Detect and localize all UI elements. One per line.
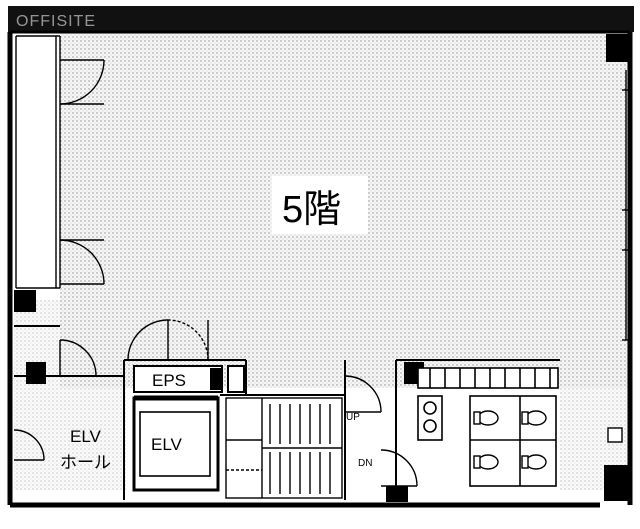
floor-label: 5階	[282, 189, 341, 231]
right-wall-details	[607, 70, 630, 443]
watermark-text: OFFISITE	[16, 13, 96, 30]
corridor-walls	[14, 325, 560, 500]
toilet-fixtures	[473, 410, 547, 470]
eps-label: EPS	[152, 371, 186, 390]
elevator-hall-label-line2: ホール	[60, 453, 111, 472]
floor-label-backdrop	[272, 176, 368, 234]
left-door-swings	[59, 59, 105, 285]
restroom-block	[417, 367, 559, 487]
structural-columns	[14, 34, 630, 502]
elevator-label: ELV	[151, 435, 183, 454]
corridor-door-swings	[13, 319, 418, 487]
stairwell	[225, 397, 343, 499]
elevator-shaft	[132, 395, 220, 492]
stairs-down-label: DN	[358, 458, 372, 469]
left-window-band	[15, 35, 61, 289]
eps-room	[133, 365, 245, 393]
outer-walls	[7, 30, 633, 508]
corridor-floor-area	[14, 300, 126, 490]
elevator-hall-label-line1: ELV	[70, 427, 102, 446]
top-border-band	[8, 6, 634, 32]
stairs-up-label: UP	[346, 412, 360, 423]
